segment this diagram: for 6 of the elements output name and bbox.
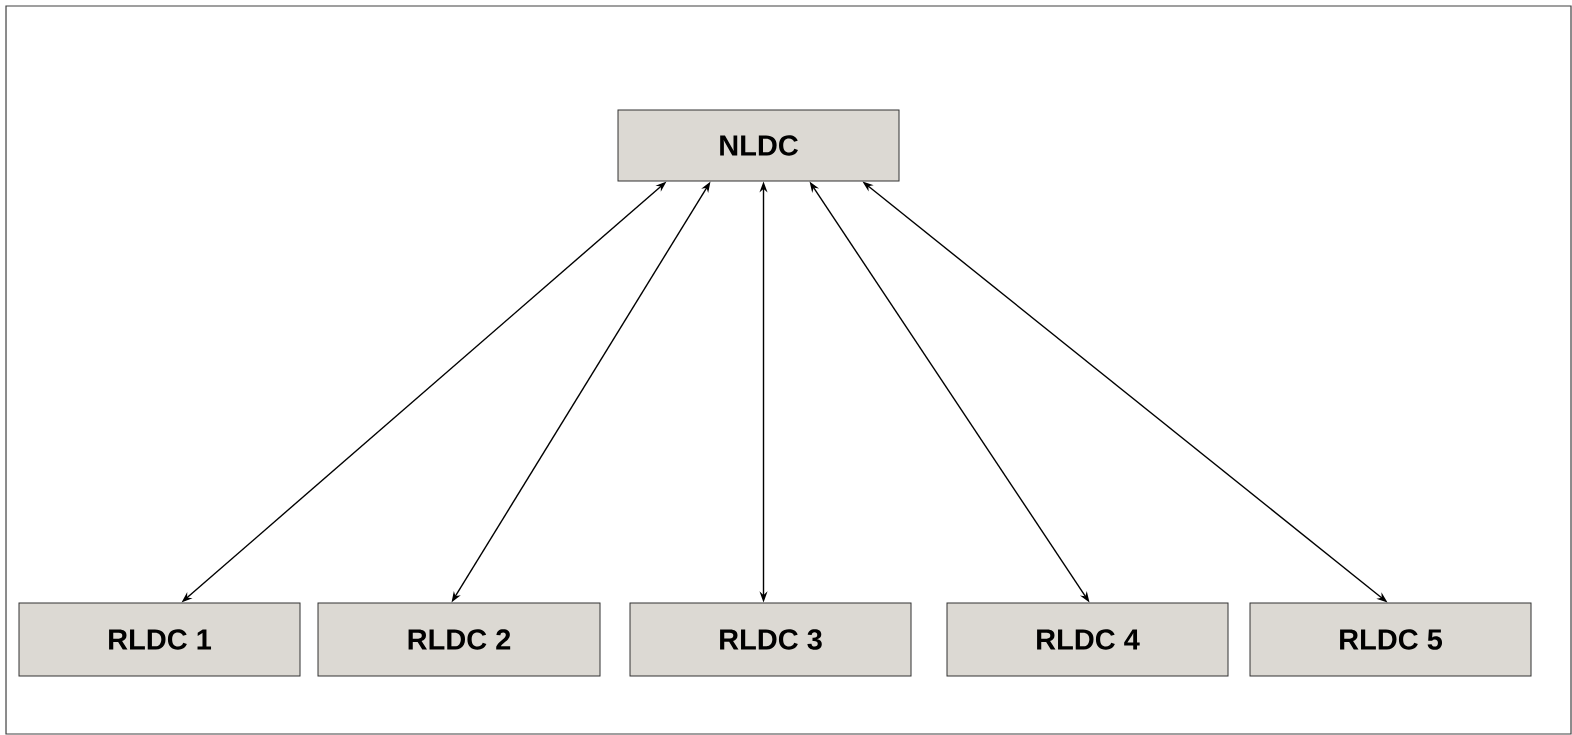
region-box: RLDC 2 xyxy=(317,602,601,677)
region-box: RLDC 1 xyxy=(18,602,301,677)
region-box: RLDC 5 xyxy=(1249,602,1532,677)
region-box: RLDC 4 xyxy=(946,602,1229,677)
region-box: RLDC 3 xyxy=(629,602,912,677)
center-box: NLDC xyxy=(617,109,900,182)
